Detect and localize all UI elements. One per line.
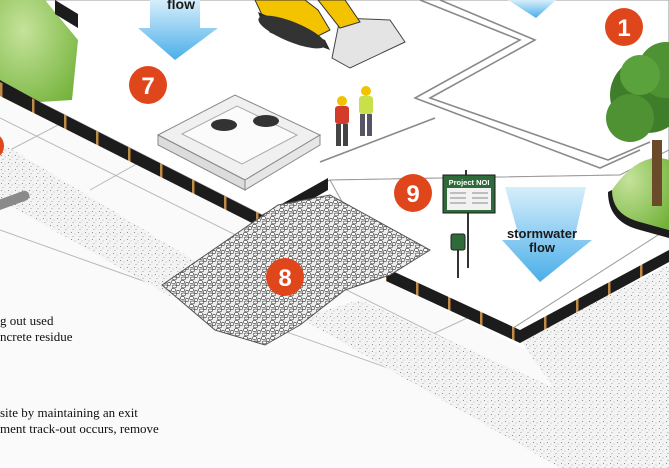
svg-text:9: 9 <box>406 181 419 208</box>
bulldozer-icon <box>254 0 406 69</box>
workers-icon <box>335 86 373 146</box>
badge-9: 9 <box>394 174 432 212</box>
flow-label-top: flow <box>167 0 195 12</box>
concrete-washout-icon <box>156 94 322 191</box>
caption-exit-line-1: site by maintaining an exit <box>0 405 138 420</box>
badge-1: 1 <box>605 8 643 46</box>
caption-washout-line-2: ncrete residue <box>0 329 73 344</box>
caption-exit: site by maintaining an exit ment track-o… <box>0 405 159 437</box>
storm-inlet-icon <box>450 233 466 278</box>
badge-partial-left <box>0 136 4 156</box>
tree-icon <box>606 42 669 206</box>
fence-right-swale <box>608 190 669 238</box>
pipe <box>0 190 30 212</box>
swale-speckle <box>520 265 669 468</box>
badge-7: 7 <box>129 66 167 104</box>
caption-exit-line-2: ment track-out occurs, remove <box>0 421 159 436</box>
badge-8: 8 <box>266 258 304 296</box>
stormwater-label-1: stormwater <box>507 226 577 241</box>
svg-text:8: 8 <box>278 265 291 292</box>
sign-title: Project NOI <box>449 178 490 187</box>
silt-fence-left <box>0 82 262 228</box>
svg-text:1: 1 <box>617 15 630 42</box>
noi-sign: Project NOI <box>442 170 496 268</box>
silt-fence-top <box>55 0 78 28</box>
gutter-strip-right <box>300 300 669 468</box>
flow-arrow-stormwater <box>502 187 592 282</box>
flow-arrow-top-right <box>508 0 556 18</box>
silt-fence-right <box>520 250 669 343</box>
svg-text:7: 7 <box>141 73 154 100</box>
grass-area-left <box>0 0 78 102</box>
haul-road <box>319 0 651 169</box>
silt-fence-bottom <box>386 268 520 343</box>
flow-arrow-top <box>138 0 218 60</box>
caption-washout: g out used ncrete residue <box>0 313 73 345</box>
gutter-strip-left <box>0 142 210 296</box>
stormwater-label-2: flow <box>529 240 556 255</box>
caption-washout-line-1: g out used <box>0 313 54 328</box>
